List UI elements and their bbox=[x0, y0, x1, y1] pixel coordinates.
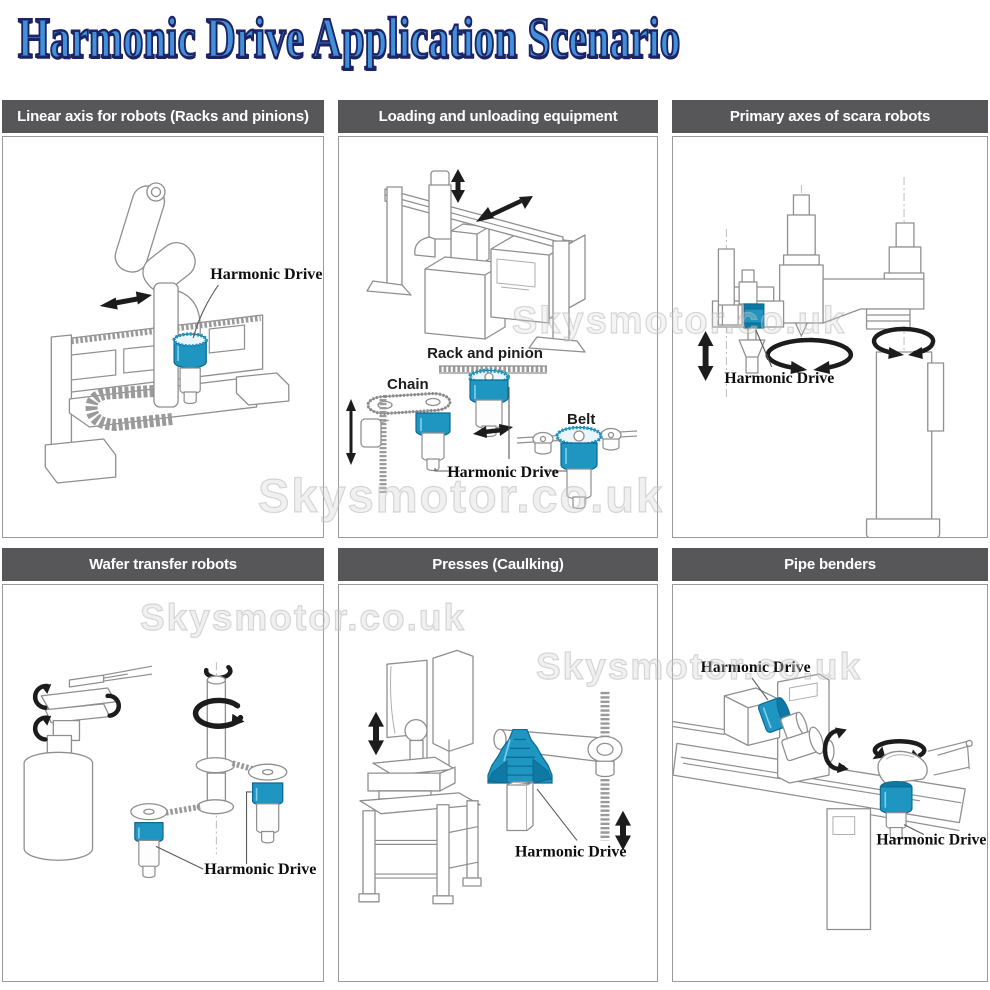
wafer-illustration: Harmonic Drive bbox=[23, 662, 316, 879]
page-title: Harmonic Drive Application Scenario bbox=[17, 6, 681, 72]
bender-head bbox=[872, 739, 973, 840]
linear-motion-arrow bbox=[99, 291, 152, 310]
rack-pinion-drive bbox=[439, 365, 547, 438]
robot-arm bbox=[114, 182, 201, 408]
harmonic-drive-label: Harmonic Drive bbox=[447, 464, 559, 481]
harmonic-drive-component bbox=[251, 782, 284, 844]
panel-header: Linear axis for robots (Racks and pinion… bbox=[2, 100, 324, 133]
panel-header: Presses (Caulking) bbox=[338, 548, 658, 581]
panel-body: Rack and pinion Chain Belt Harmonic Driv… bbox=[338, 136, 658, 538]
traverse-arrow bbox=[476, 196, 533, 222]
belt-label: Belt bbox=[567, 411, 595, 428]
panel-body: Harmonic Drive bbox=[2, 584, 324, 982]
shaft-rotation-arrow bbox=[822, 727, 849, 774]
harmonic-drive-component bbox=[757, 697, 792, 733]
panel-linear-axis: Linear axis for robots (Racks and pinion… bbox=[2, 100, 324, 538]
panel-header: Primary axes of scara robots bbox=[672, 100, 988, 133]
exploded-mechanism bbox=[130, 662, 288, 879]
rail-assembly bbox=[44, 314, 290, 484]
harmonic-drive-label: Harmonic Drive bbox=[204, 861, 316, 878]
rotation-arrows bbox=[32, 683, 121, 742]
gantry-frame bbox=[366, 170, 586, 353]
panel-scara: Primary axes of scara robots bbox=[672, 100, 988, 538]
press-machine bbox=[358, 649, 482, 905]
screw-arrow bbox=[346, 399, 356, 465]
spindle-tip bbox=[794, 322, 808, 337]
panel-body: Harmonic Drive bbox=[338, 584, 658, 982]
panel-body: Harmonic Drive Harmonic Drive bbox=[672, 584, 988, 982]
chain-label: Chain bbox=[387, 376, 429, 393]
screw-vertical-arrow bbox=[615, 810, 631, 851]
wafer-robot bbox=[23, 665, 153, 861]
chain-drive bbox=[346, 391, 452, 493]
scara-illustration: Harmonic Drive bbox=[697, 177, 945, 537]
press-illustration: Harmonic Drive bbox=[358, 649, 631, 905]
panel-grid: Linear axis for robots (Racks and pinion… bbox=[0, 100, 990, 982]
left-slide-axis bbox=[717, 248, 766, 374]
bender-motor-unit bbox=[673, 673, 835, 784]
harmonic-drive-label: Harmonic Drive bbox=[210, 266, 322, 283]
panel-body: Harmonic Drive bbox=[2, 136, 324, 538]
press-vertical-arrow bbox=[368, 711, 384, 756]
rotation-arrow-center bbox=[765, 337, 854, 374]
panel-header: Loading and unloading equipment bbox=[338, 100, 658, 133]
z-axis-arrow bbox=[697, 331, 714, 381]
belt-drive bbox=[516, 425, 638, 510]
cable-chain bbox=[85, 385, 173, 432]
scara-base bbox=[865, 222, 945, 537]
harmonic-drive-component bbox=[134, 822, 164, 879]
harmonic-drive-component bbox=[487, 728, 553, 832]
loading-illustration: Rack and pinion Chain Belt Harmonic Driv… bbox=[346, 169, 638, 510]
pipe-bender-illustration: Harmonic Drive Harmonic Drive bbox=[673, 659, 986, 931]
panel-body: Harmonic Drive bbox=[672, 136, 988, 538]
rotation-ring-icon bbox=[192, 697, 244, 729]
scara-arm bbox=[711, 194, 925, 330]
harmonic-drive-label: Harmonic Drive bbox=[515, 843, 626, 860]
panel-pipe-benders: Pipe benders bbox=[672, 548, 988, 982]
linear-axis-illustration: Harmonic Drive bbox=[44, 182, 323, 484]
harmonic-drive-label: Harmonic Drive bbox=[876, 831, 986, 848]
harmonic-drive-component bbox=[879, 781, 913, 840]
harmonic-drive-label: Harmonic Drive bbox=[724, 370, 834, 387]
panel-header: Wafer transfer robots bbox=[2, 548, 324, 581]
harmonic-drive-label: Harmonic Drive bbox=[701, 659, 811, 676]
panel-wafer-transfer: Wafer transfer robots bbox=[2, 548, 324, 982]
vertical-motion-arrow bbox=[451, 169, 465, 203]
machines bbox=[424, 223, 586, 340]
harmonic-drive-component bbox=[172, 332, 208, 405]
harmonic-drive-component bbox=[743, 303, 765, 329]
panel-presses: Presses (Caulking) bbox=[338, 548, 658, 982]
rack-label: Rack and pinion bbox=[427, 345, 543, 362]
panel-header: Pipe benders bbox=[672, 548, 988, 581]
panel-loading-unloading: Loading and unloading equipment bbox=[338, 100, 658, 538]
